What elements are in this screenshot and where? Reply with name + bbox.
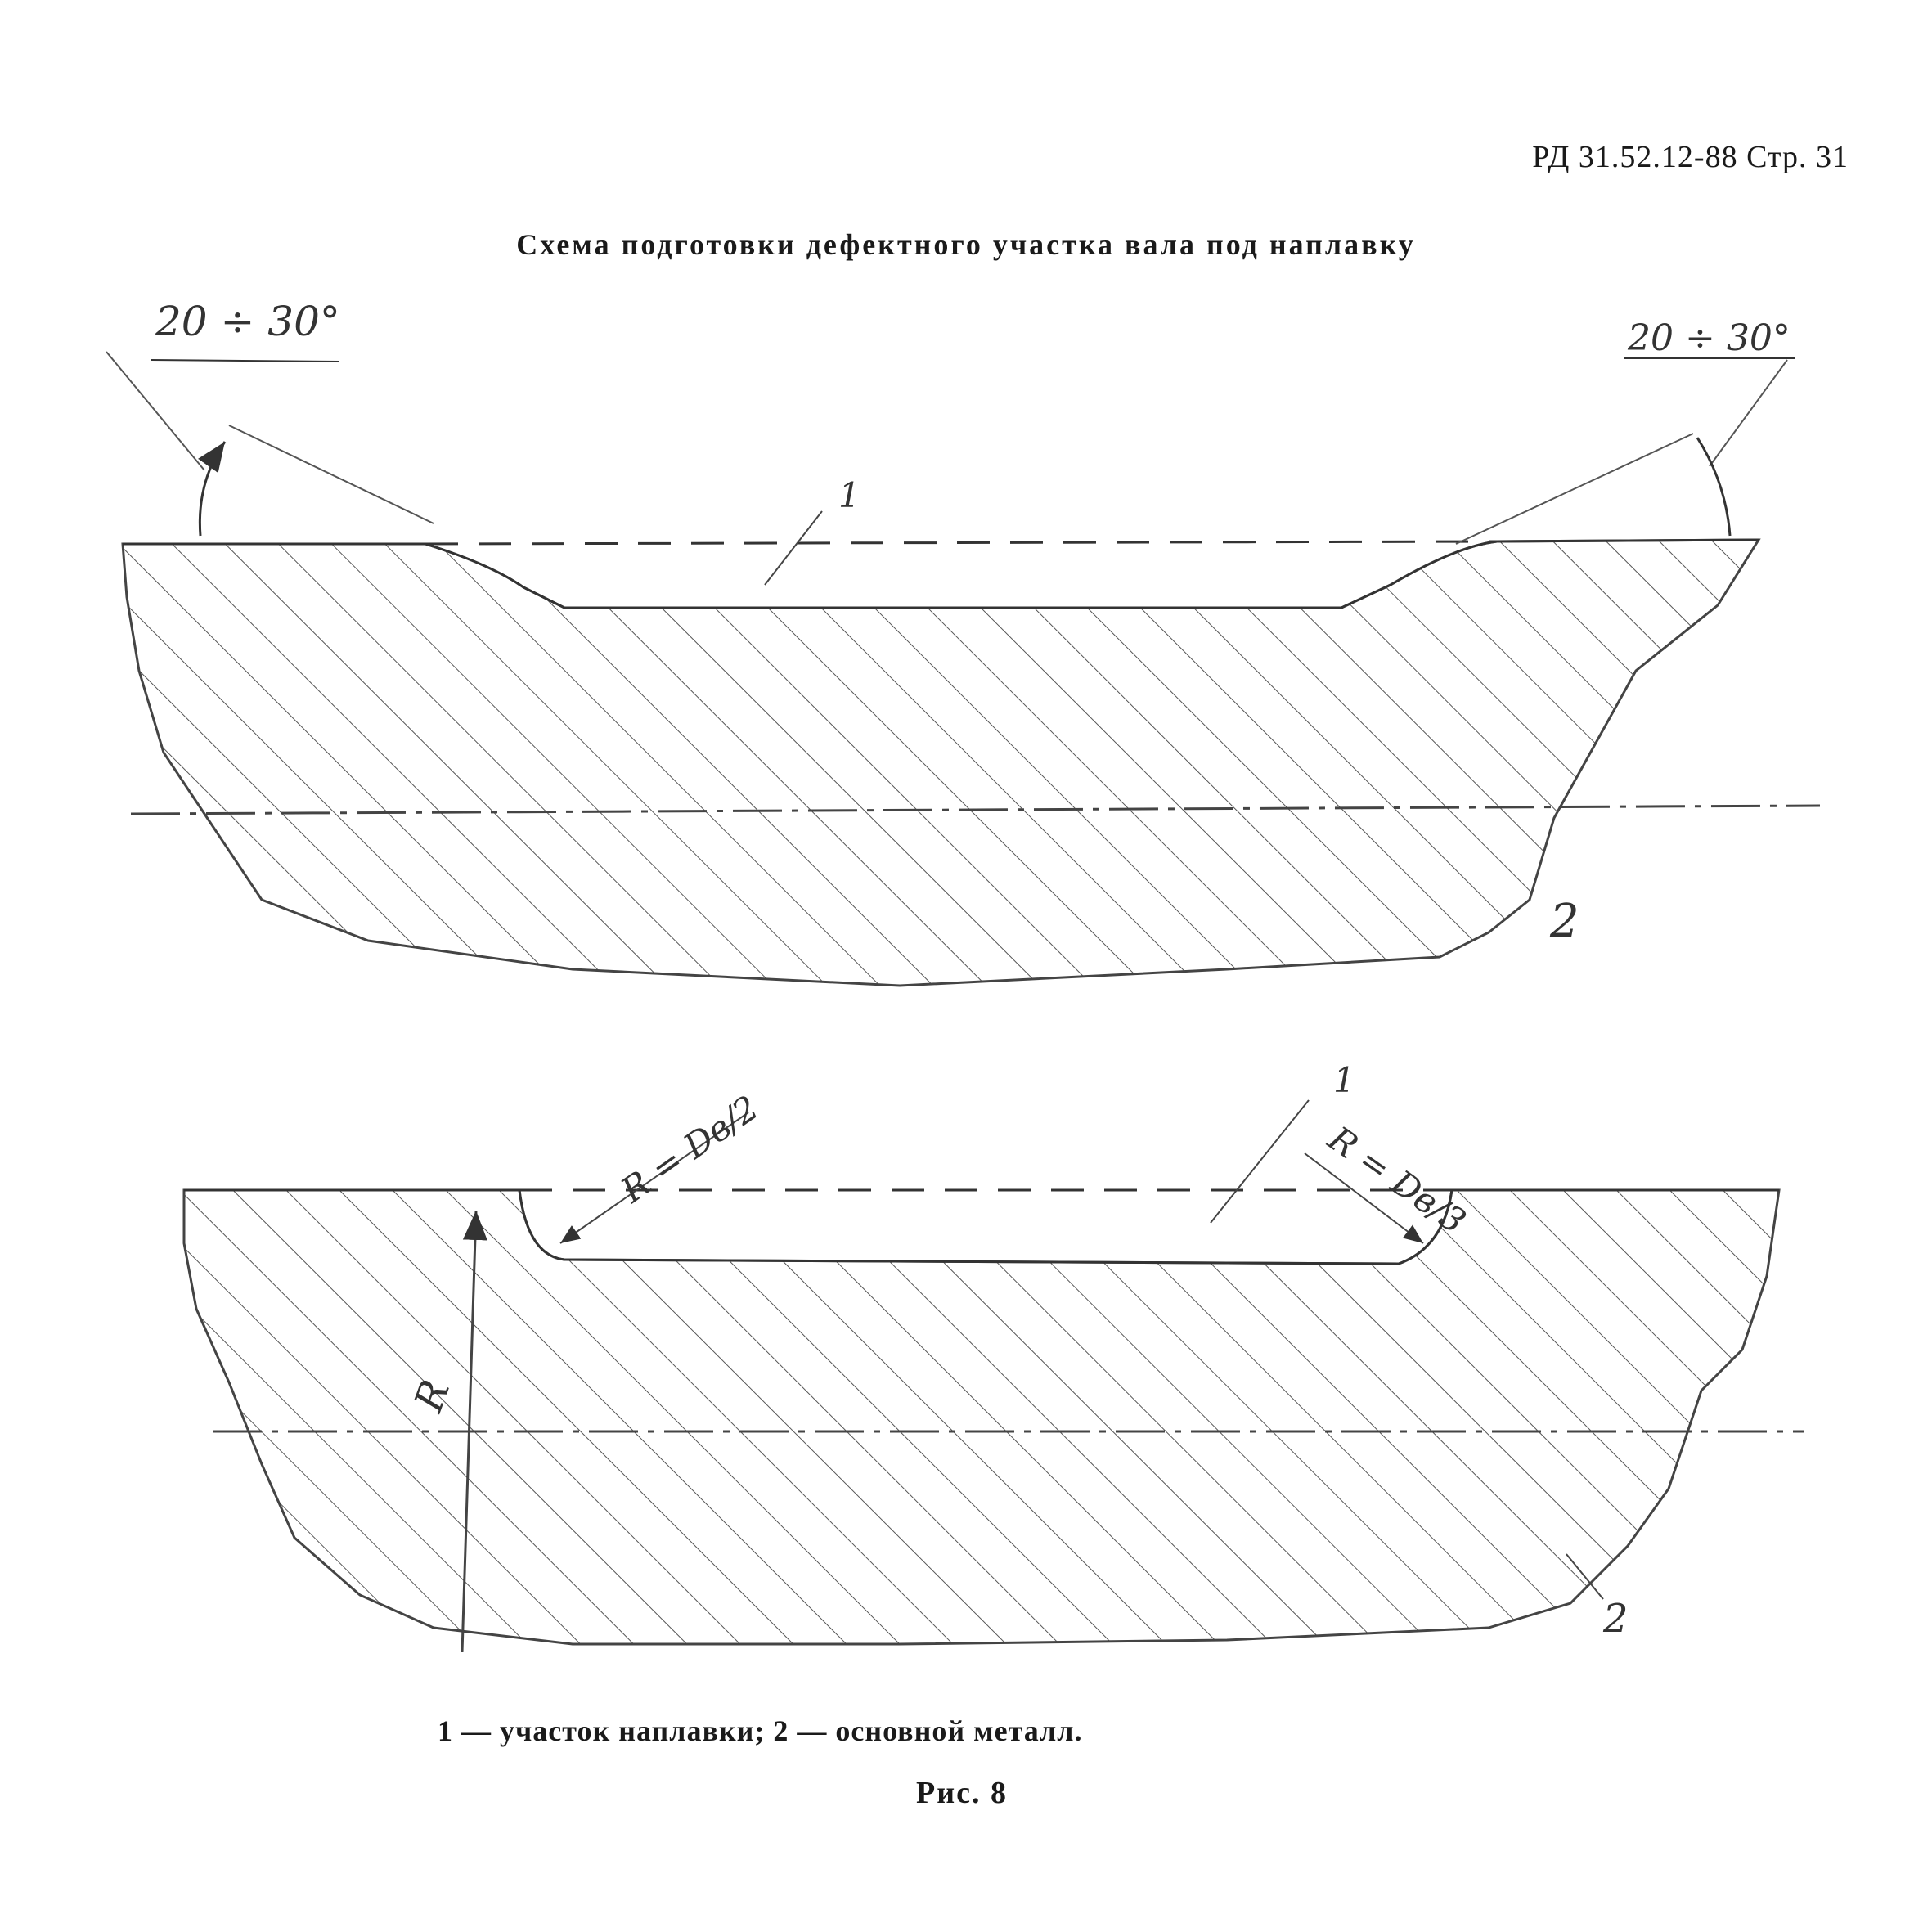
bottom-callout-2: 2	[1602, 1596, 1629, 1642]
top-right-angle-label: 20 ÷ 30°	[1627, 317, 1790, 359]
bottom-left-radius-label: R = Dв/2	[613, 1087, 766, 1211]
top-left-chamfer-extension	[228, 425, 434, 524]
figure-legend: 1 — участок наплавки; 2 — основной метал…	[438, 1714, 1083, 1747]
top-top-surface	[123, 538, 1759, 609]
top-left-label-underline	[151, 359, 340, 362]
top-axis-line	[130, 804, 1821, 815]
bottom-shaft-section: R R = Dв/2 R = Dв/3 1 2	[182, 1060, 1804, 1653]
bottom-top-surface	[184, 1188, 1779, 1265]
top-right-angle-arc	[1696, 437, 1732, 537]
top-right-chamfer-extension	[1455, 433, 1694, 545]
bottom-left-radius-leader	[559, 1112, 749, 1244]
top-callout-1-leader	[764, 510, 823, 586]
bottom-callout-1-leader	[1210, 1099, 1310, 1224]
bottom-callout-1: 1	[1333, 1060, 1355, 1100]
bottom-callout-2-leader	[1566, 1553, 1604, 1600]
top-original-surface-line	[425, 540, 1498, 546]
top-left-angle-arc	[198, 441, 227, 537]
bottom-right-radius-leader	[1304, 1152, 1424, 1244]
top-left-leader	[106, 351, 205, 471]
figure-number: Рис. 8	[916, 1776, 1008, 1810]
top-right-leader	[1709, 359, 1788, 467]
bottom-base-metal-hatch	[182, 1188, 1781, 1646]
top-callout-2: 2	[1549, 895, 1579, 948]
document-reference: РД 31.52.12-88 Стр. 31	[1532, 140, 1849, 174]
page-title: Схема подготовки дефектного участка вала…	[516, 228, 1416, 261]
bottom-radius-line	[461, 1210, 487, 1653]
top-shaft-section: 1 2 20 ÷ 30° 20 ÷ 30°	[106, 298, 1821, 987]
top-callout-1: 1	[838, 475, 860, 515]
top-left-angle-label: 20 ÷ 30°	[155, 298, 340, 345]
